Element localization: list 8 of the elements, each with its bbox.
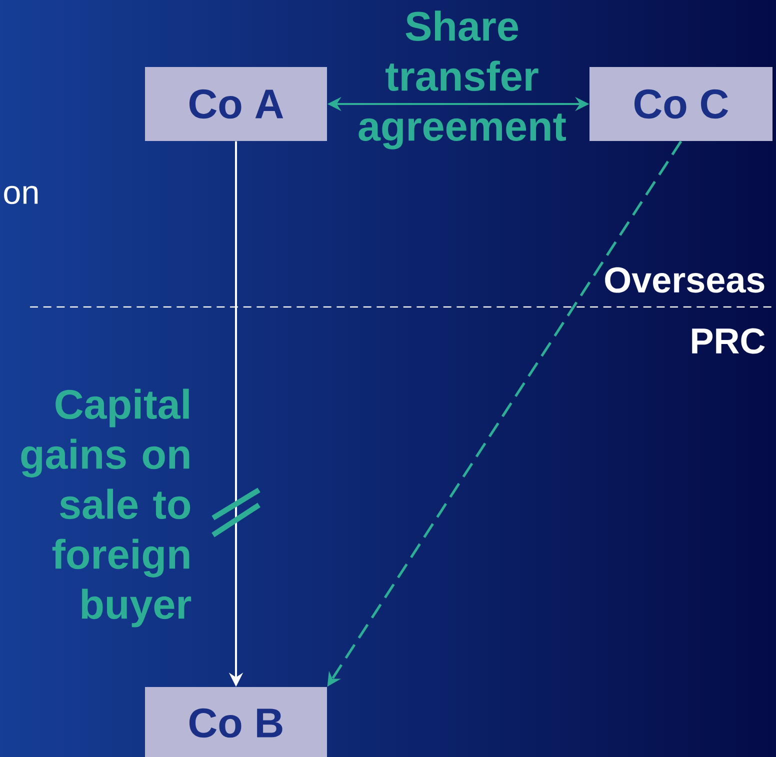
region-label: Overseas (605, 267, 764, 293)
edge-label: Share transfer agreement (358, 10, 566, 150)
cut-off-text: on (4, 186, 38, 204)
company-box: Co C (590, 67, 772, 141)
region-label: PRC (692, 328, 765, 354)
company-box: Co B (145, 687, 327, 757)
company-box: Co A (145, 67, 327, 141)
edge-label: Capital gains on sale to foreign buyer (21, 388, 192, 628)
